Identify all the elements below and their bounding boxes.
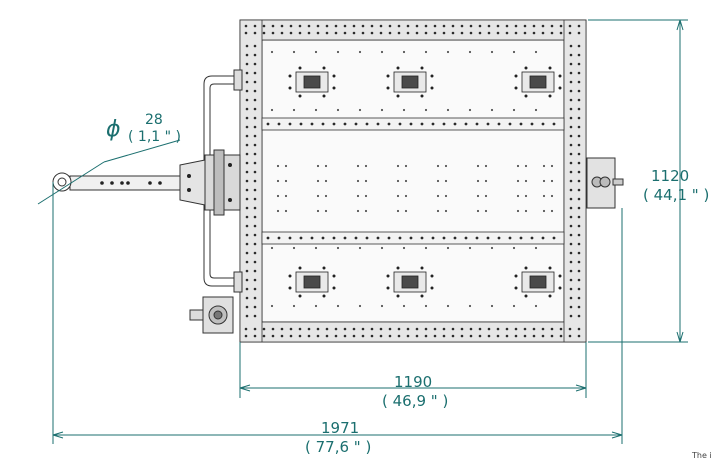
corner-text: The i [691,451,712,460]
rail-hardware [266,122,556,240]
caster [514,266,562,298]
overall-mm-label: 1971 [321,419,359,437]
brake-unit [189,296,234,334]
height-mm-label: 1120 [651,167,689,185]
diameter-symbol: ϕ [106,117,121,142]
width-in-label: ( 46,9 " ) [382,392,448,410]
diameter-in-label: ( 1,1 " ) [128,129,181,145]
caster [386,66,434,98]
cart-frame [239,19,587,343]
width-mm-label: 1190 [394,373,432,391]
tow-bar [52,149,241,216]
caster-units [288,66,562,298]
caster [288,66,336,98]
frame-perforations [239,19,587,343]
overall-in-label: ( 77,6 " ) [305,438,371,456]
dimension-lines [37,19,688,444]
caster [288,266,336,298]
height-in-label: ( 44,1 " ) [643,186,709,204]
caster [386,266,434,298]
caster [514,66,562,98]
diameter-mm-label: 28 [145,112,163,128]
latch-unit [586,157,624,209]
center-panel-holes [270,50,554,308]
cross-rails [261,117,565,245]
